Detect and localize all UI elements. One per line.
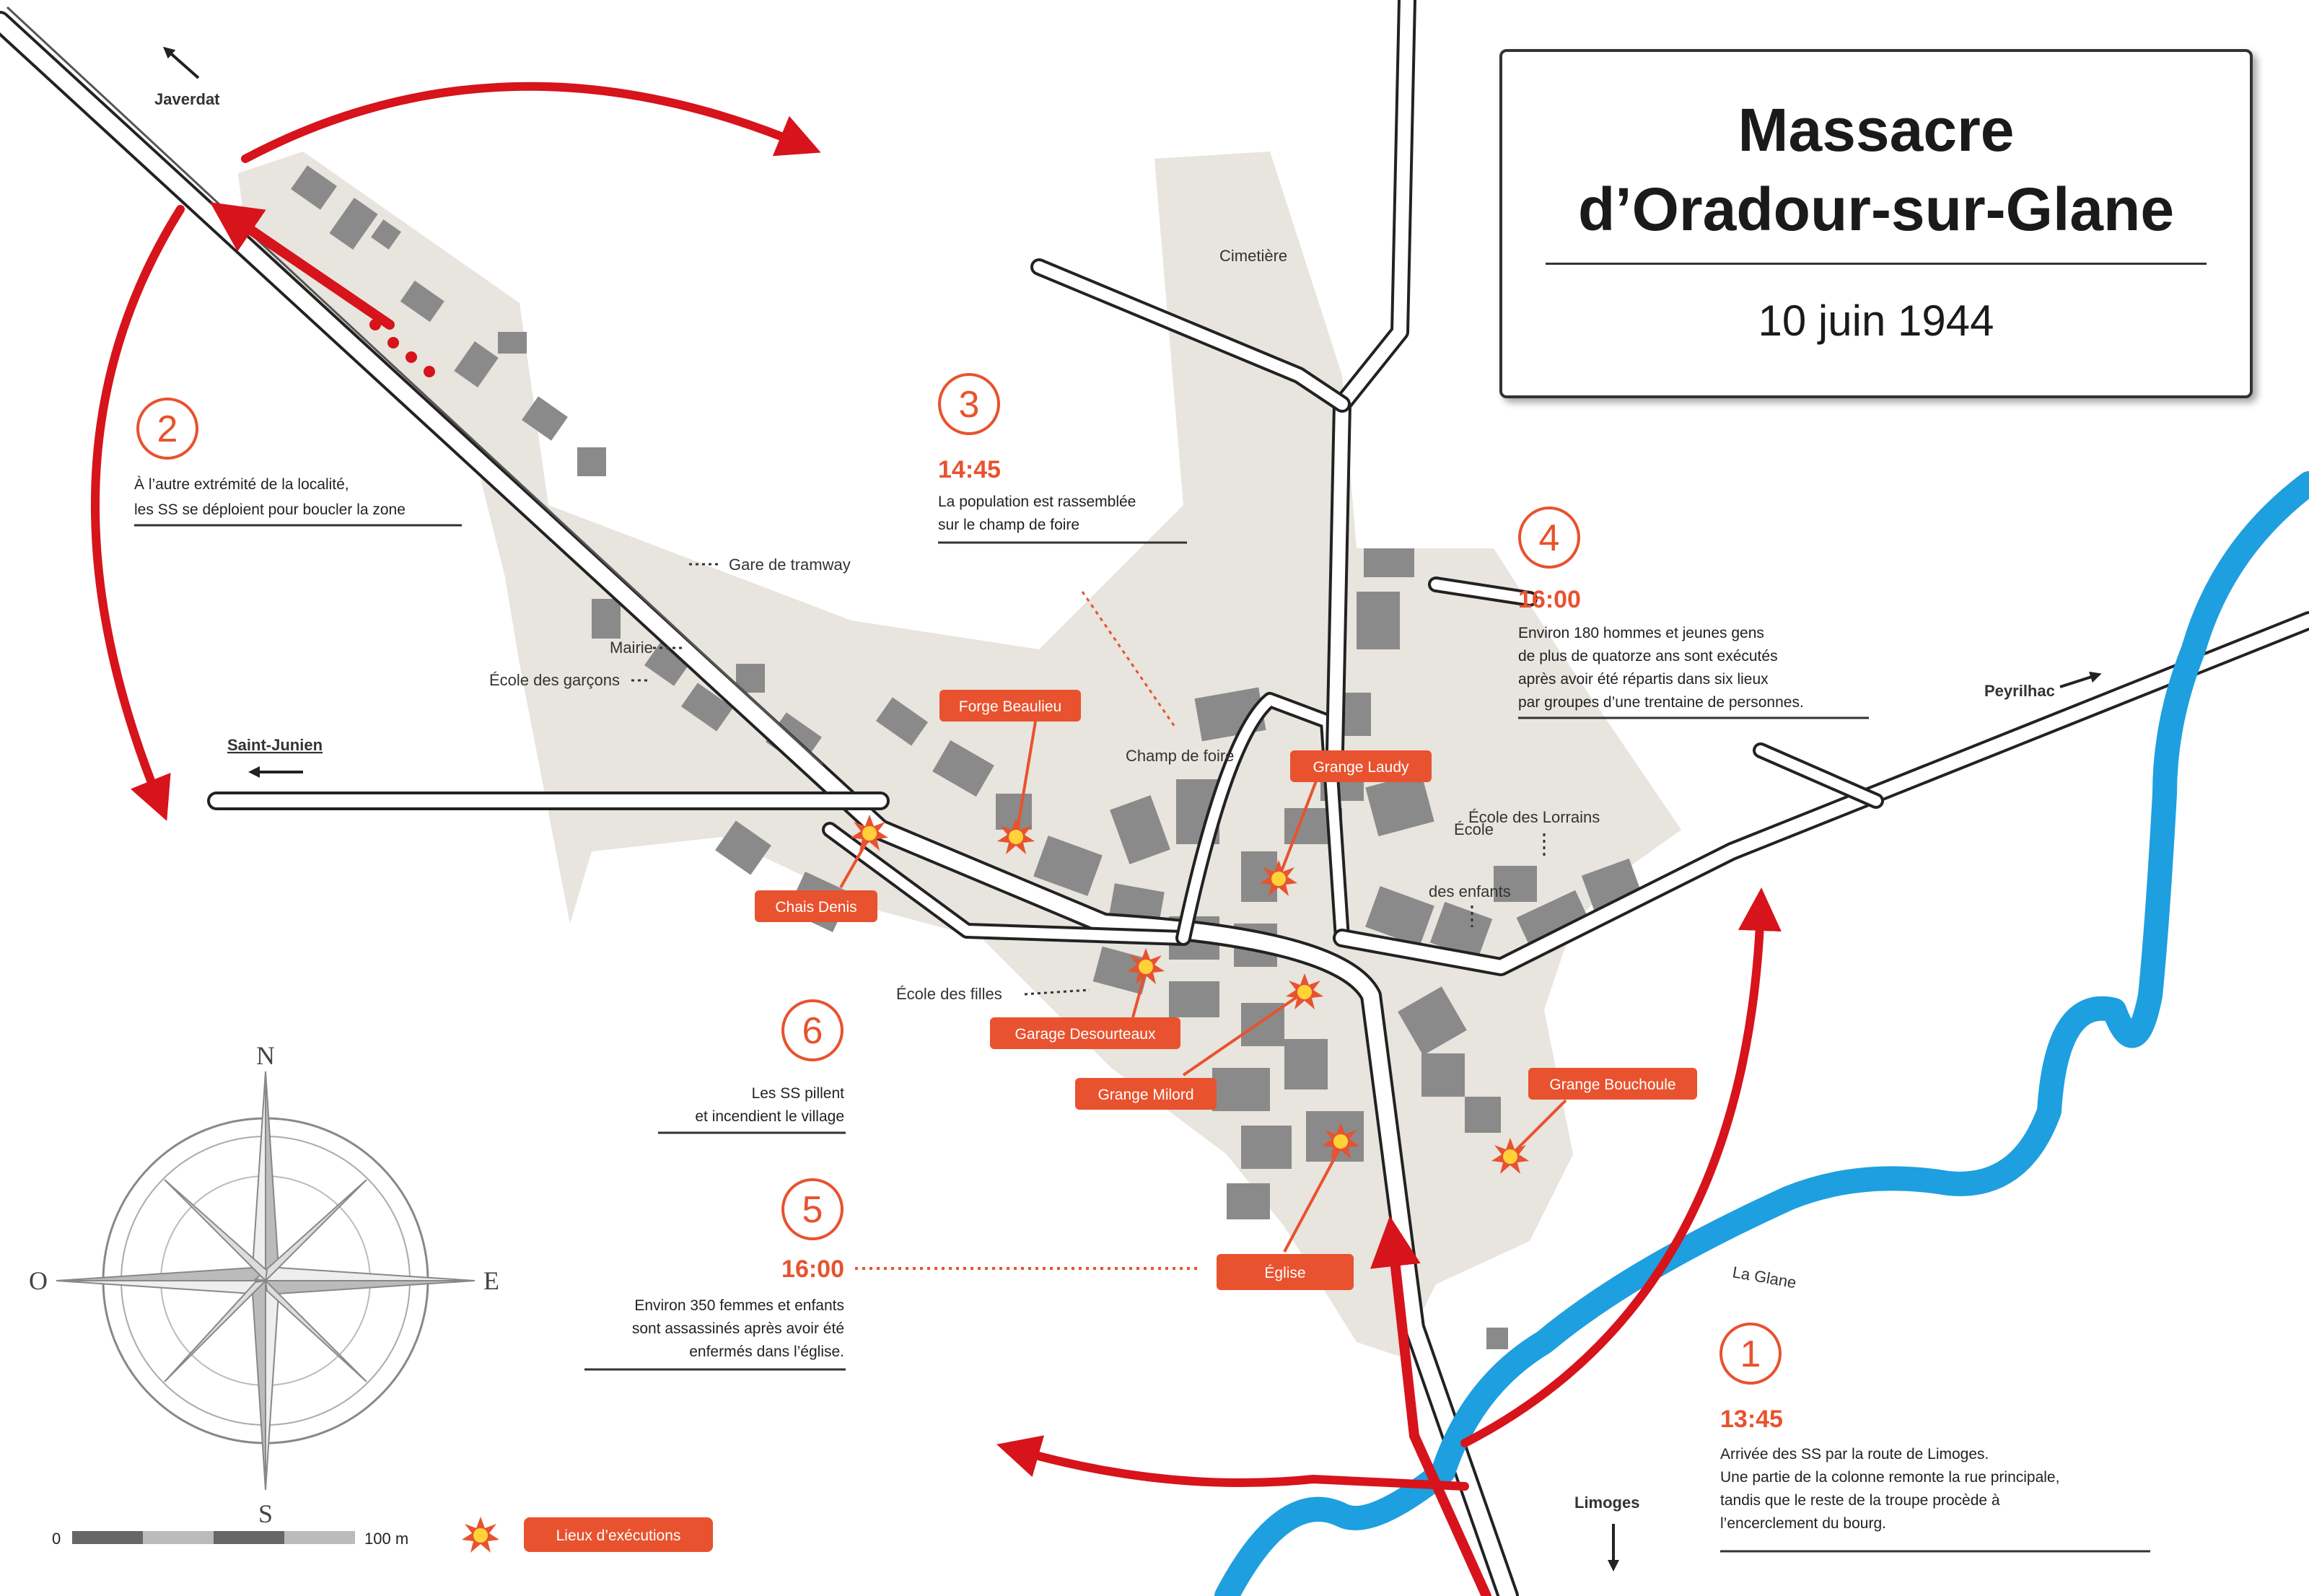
- step-6-line-1: Les SS pillent: [752, 1085, 845, 1102]
- place-labels: Cimetière Gare de tramway Mairie École d…: [489, 247, 1797, 1292]
- compass-north: N: [256, 1041, 275, 1070]
- step-4-time: 16:00: [1518, 586, 1581, 613]
- step-1-time: 13:45: [1720, 1406, 1783, 1433]
- site-bouchoule: Grange Bouchoule: [1491, 1068, 1697, 1174]
- river-label: La Glane: [1731, 1263, 1797, 1292]
- step-1-line-3: tandis que le reste de la troupe procède…: [1720, 1492, 2000, 1509]
- step-4: 4 16:00 Environ 180 hommes et jeunes gen…: [1518, 507, 1869, 719]
- compass-east: E: [483, 1266, 499, 1295]
- step-1-number: 1: [1740, 1333, 1761, 1375]
- step-4-number: 4: [1539, 517, 1560, 559]
- step-5-line-2: sont assassinés après avoir été: [632, 1320, 844, 1337]
- peyrilhac-label: Peyrilhac: [1984, 682, 2055, 700]
- step-6-line-2: et incendient le village: [695, 1108, 844, 1125]
- step-5-time: 16:00: [781, 1255, 844, 1283]
- step-1-line-4: l’encerclement du bourg.: [1720, 1515, 1886, 1532]
- site-loudy: Grange Laudy: [1260, 750, 1432, 896]
- explosion-icon: [462, 1517, 499, 1553]
- river-glane: [1214, 471, 2309, 1596]
- legend: Lieux d’exécutions: [462, 1517, 713, 1553]
- step-5-number: 5: [802, 1189, 823, 1231]
- title-line-1: Massacre: [1738, 96, 2015, 164]
- step-1-line-2: Une partie de la colonne remonte la rue …: [1720, 1469, 2059, 1486]
- mairie-label: Mairie: [610, 639, 653, 657]
- title-line-2: d’Oradour-sur-Glane: [1577, 175, 2175, 243]
- denis-label: Chais Denis: [775, 899, 856, 916]
- site-milord: Grange Milord: [1075, 973, 1323, 1110]
- ss-movement-arrows: [90, 82, 1782, 1596]
- step-3-line-1: La population est rassemblée: [938, 494, 1136, 510]
- direction-labels: Javerdat Saint-Junien Peyrilhac Limoges: [154, 46, 2102, 1571]
- step-4-line-1: Environ 180 hommes et jeunes gens: [1518, 625, 1764, 641]
- gare-label: Gare de tramway: [729, 556, 851, 574]
- ss-troop-dots: [369, 319, 435, 377]
- eglise-label: Église: [1264, 1265, 1305, 1281]
- step-3-time: 14:45: [938, 456, 1001, 483]
- ecole-enfants-label-2: des enfants: [1429, 882, 1511, 900]
- loudy-label: Grange Laudy: [1313, 759, 1409, 776]
- ecole-filles-label: École des filles: [896, 985, 1002, 1003]
- limoges-label: Limoges: [1574, 1494, 1639, 1512]
- javerdat-label: Javerdat: [154, 90, 220, 108]
- step-3-number: 3: [959, 384, 980, 426]
- step-2-line-2: les SS se déploient pour boucler la zone: [134, 501, 406, 518]
- step-3: 3 14:45 La population est rassemblée sur…: [938, 373, 1187, 544]
- step-4-line-3: après avoir été répartis dans six lieux: [1518, 671, 1769, 688]
- ecole-enfants-label-1: École: [1454, 820, 1494, 838]
- title-date: 10 juin 1944: [1758, 297, 1994, 345]
- step-5: 5 16:00 Environ 350 femmes et enfants so…: [584, 1178, 1198, 1371]
- step-6: 6 Les SS pillent et incendient le villag…: [658, 999, 846, 1134]
- site-forge: Forge Beaulieu: [939, 690, 1081, 854]
- ecole-garcons-label: École des garçons: [489, 671, 620, 689]
- bouchoule-label: Grange Bouchoule: [1549, 1077, 1675, 1093]
- step-2-number: 2: [157, 408, 178, 450]
- scale-end: 100 m: [364, 1530, 408, 1548]
- step-2-line-1: À l’autre extrémité de la localité,: [134, 476, 349, 493]
- step-5-line-3: enfermés dans l’église.: [689, 1343, 844, 1360]
- step-4-line-2: de plus de quatorze ans sont exécutés: [1518, 648, 1778, 665]
- compass-west: O: [29, 1266, 48, 1295]
- cimetiere-label: Cimetière: [1219, 247, 1287, 265]
- step-6-number: 6: [802, 1010, 823, 1052]
- execution-sites: Forge Beaulieu Grange Laudy Chais Denis …: [755, 690, 1697, 1290]
- saint-junien-label: Saint-Junien: [227, 736, 323, 754]
- scale-start: 0: [52, 1530, 61, 1548]
- site-denis: Chais Denis: [755, 815, 888, 922]
- title-box: Massacre d’Oradour-sur-Glane 10 juin 194…: [1499, 49, 2253, 398]
- site-desourteaux: Garage Desourteaux: [990, 948, 1180, 1049]
- compass-south: S: [258, 1499, 273, 1528]
- forge-label: Forge Beaulieu: [959, 698, 1061, 715]
- step-1-line-1: Arrivée des SS par la route de Limoges.: [1720, 1446, 1989, 1463]
- tramway-line: [6, 6, 824, 766]
- legend-explosions-label: Lieux d’exécutions: [556, 1527, 681, 1544]
- step-5-line-1: Environ 350 femmes et enfants: [634, 1297, 844, 1314]
- step-2: 2 À l’autre extrémité de la localité, le…: [134, 398, 462, 527]
- champ-foire-label: Champ de foire: [1126, 747, 1234, 765]
- site-eglise: Église: [1217, 1123, 1359, 1290]
- title-divider: [1546, 263, 2207, 265]
- step-3-line-2: sur le champ de foire: [938, 517, 1079, 533]
- step-4-line-4: par groupes d’une trentaine de personnes…: [1518, 694, 1804, 711]
- step-1: 1 13:45 Arrivée des SS par la route de L…: [1719, 1323, 2150, 1553]
- desourteaux-label: Garage Desourteaux: [1015, 1026, 1156, 1043]
- milord-label: Grange Milord: [1097, 1087, 1193, 1103]
- scale-bar: 0 100 m: [52, 1530, 408, 1548]
- compass-rose: N S E O: [29, 1041, 499, 1528]
- ecole-lorrains-label: École des Lorrains: [1468, 808, 1600, 826]
